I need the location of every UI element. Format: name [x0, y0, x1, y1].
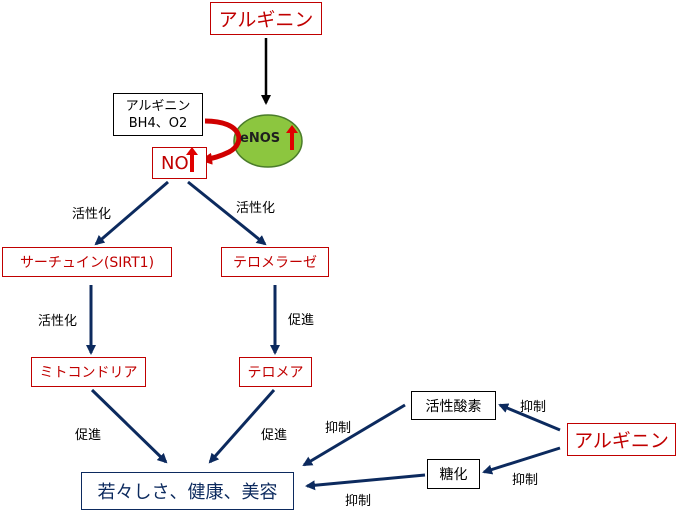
label-inhibit-arg-ros: 抑制 — [520, 400, 547, 415]
youth-box: 若々しさ、健康、美容 — [81, 472, 294, 510]
arrow-mitochondria-to-youth — [90, 388, 168, 464]
red-curve-arrow — [200, 118, 242, 165]
cofactor-box: アルギニン BH4、O2 — [113, 93, 203, 136]
ros-box: 活性酸素 — [411, 391, 496, 420]
label-promote-telomere: 促進 — [288, 313, 315, 328]
arrow-ros-to-youth — [302, 403, 406, 467]
label-activation-left: 活性化 — [72, 207, 112, 222]
label-inhibit-gly-youth: 抑制 — [345, 494, 372, 509]
telomere-box: テロメア — [239, 357, 312, 387]
arrow-telomere-to-youth — [208, 389, 276, 464]
arrow-arginine-to-ros — [498, 403, 561, 432]
enos-text: eNOS — [240, 131, 281, 146]
label-promote-mito: 促進 — [75, 428, 102, 443]
arrow-arginine-to-glycation — [482, 446, 561, 475]
enos-ellipse — [233, 114, 303, 168]
label-activation-right: 活性化 — [236, 201, 276, 216]
telomerase-box: テロメラーゼ — [221, 247, 329, 277]
telomere-text: テロメア — [247, 365, 304, 381]
sirtuin-text: サーチュイン(SIRT1) — [19, 255, 155, 271]
arginine-top-box: アルギニン — [210, 2, 322, 35]
no-text: NO — [161, 152, 189, 174]
arrow-no-to-sirtuin — [94, 180, 169, 246]
arginine-right-text: アルギニン — [574, 430, 669, 452]
ros-text: 活性酸素 — [425, 398, 482, 415]
mitochondria-text: ミトコンドリア — [39, 365, 138, 381]
label-inhibit-arg-gly: 抑制 — [512, 473, 539, 488]
sirtuin-box: サーチュイン(SIRT1) — [2, 247, 172, 277]
cofactor-line1: アルギニン — [125, 98, 191, 114]
label-inhibit-ros-youth: 抑制 — [325, 421, 352, 436]
arrow-no-to-telomerase — [187, 180, 267, 246]
label-promote-tel2: 促進 — [261, 428, 288, 443]
glycation-text: 糖化 — [439, 467, 468, 483]
arginine-top-text: アルギニン — [218, 9, 314, 31]
youth-text: 若々しさ、健康、美容 — [97, 482, 278, 503]
telomerase-text: テロメラーゼ — [233, 255, 317, 271]
glycation-box: 糖化 — [427, 459, 480, 489]
label-activation-mid: 活性化 — [38, 314, 78, 329]
no-box: NO — [152, 147, 207, 179]
no-up-arrow-icon — [186, 147, 198, 172]
mitochondria-box: ミトコンドリア — [31, 357, 146, 387]
enos-up-arrow-icon — [286, 125, 298, 150]
arginine-right-box: アルギニン — [567, 423, 676, 456]
arrow-glycation-to-youth — [305, 473, 426, 491]
enos-label: eNOS — [240, 131, 280, 146]
cofactor-line2: BH4、O2 — [128, 115, 188, 131]
